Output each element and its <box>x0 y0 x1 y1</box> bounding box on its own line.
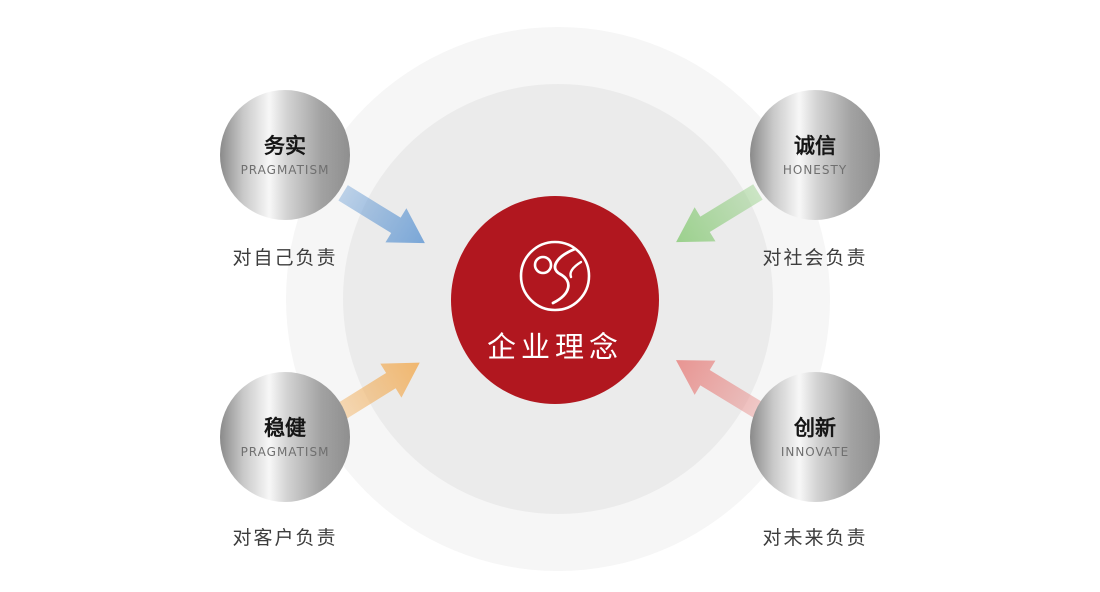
center-title: 企业理念 <box>486 330 623 364</box>
node-caption: 对未来负责 <box>762 527 868 549</box>
node-caption: 对客户负责 <box>232 527 338 549</box>
node-title-en: HONESTY <box>782 162 848 177</box>
node-steadiness: 稳健 PRAGMATISM <box>220 372 350 502</box>
company-logo-icon <box>519 240 591 312</box>
node-innovate: 创新 INNOVATE <box>750 372 880 502</box>
center-circle: 企业理念 <box>451 196 659 404</box>
node-pragmatism: 务实 PRAGMATISM <box>220 90 350 220</box>
node-title-cn: 稳健 <box>264 416 306 441</box>
node-caption: 对自己负责 <box>232 247 338 269</box>
node-title-cn: 诚信 <box>794 134 836 159</box>
node-title-en: INNOVATE <box>780 444 850 459</box>
node-title-cn: 务实 <box>264 134 306 159</box>
node-title-en: PRAGMATISM <box>240 444 330 459</box>
node-honesty: 诚信 HONESTY <box>750 90 880 220</box>
node-title-cn: 创新 <box>794 416 836 441</box>
node-caption: 对社会负责 <box>762 247 868 269</box>
node-title-en: PRAGMATISM <box>240 162 330 177</box>
